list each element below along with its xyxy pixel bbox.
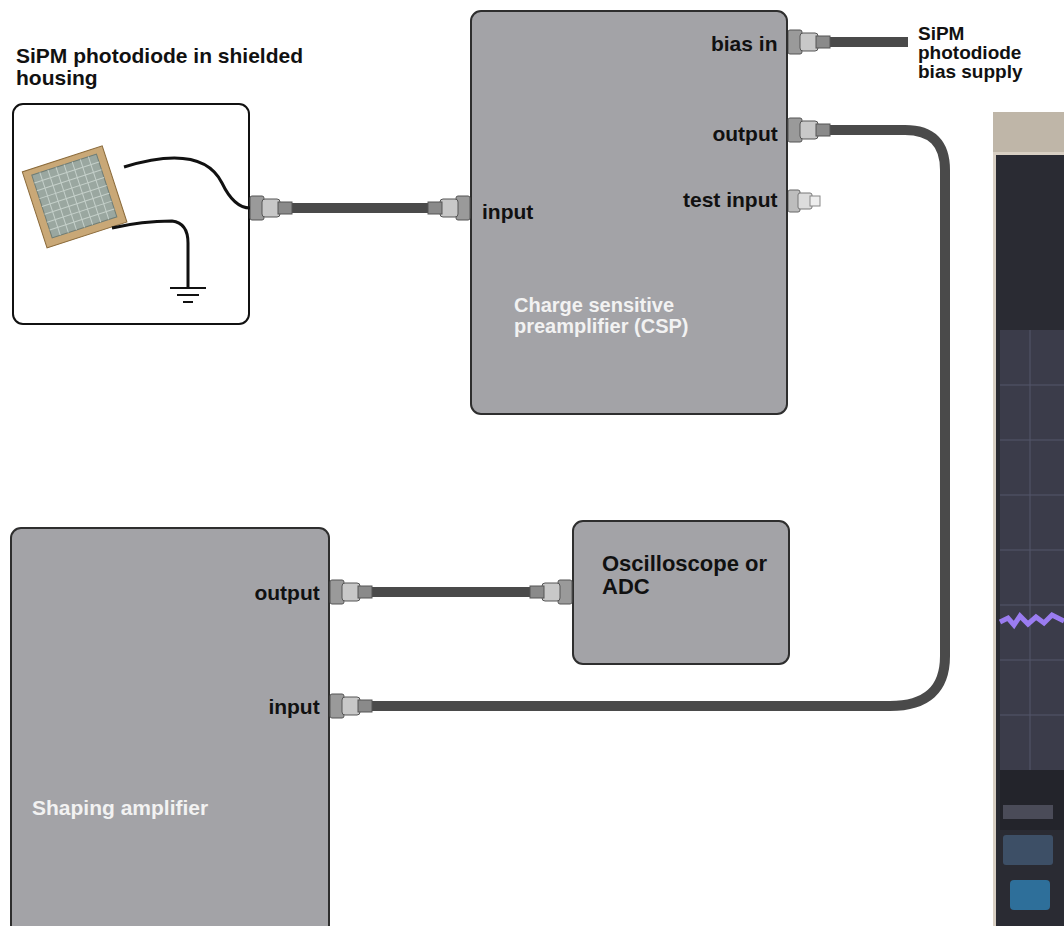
bnc-connector bbox=[788, 118, 830, 142]
bnc-connector bbox=[428, 196, 470, 220]
signal-wire bbox=[124, 158, 250, 208]
coax-cable bbox=[330, 118, 945, 718]
housing-heading: SiPM photodiode in shielded housing bbox=[16, 45, 307, 89]
bnc-connector bbox=[330, 694, 372, 718]
sipm-chip bbox=[22, 146, 127, 248]
bias-cable bbox=[800, 37, 908, 47]
coax-cable bbox=[250, 196, 470, 220]
preamp-box bbox=[470, 10, 788, 415]
bnc-connector bbox=[250, 196, 292, 220]
sipm-illustration bbox=[22, 146, 250, 302]
bnc-connector bbox=[788, 30, 830, 54]
coax-cable bbox=[330, 580, 572, 604]
test-input-connector bbox=[788, 190, 820, 212]
ground-wire bbox=[112, 221, 188, 288]
bnc-connector bbox=[330, 580, 372, 604]
oscilloscope-photo bbox=[993, 112, 1064, 926]
bnc-connector bbox=[530, 580, 572, 604]
shaping-amp-box bbox=[10, 527, 330, 926]
supply-label: SiPM photodiode bias supply bbox=[918, 24, 1057, 81]
oscilloscope-box bbox=[572, 520, 790, 665]
ground-symbol bbox=[170, 288, 206, 302]
